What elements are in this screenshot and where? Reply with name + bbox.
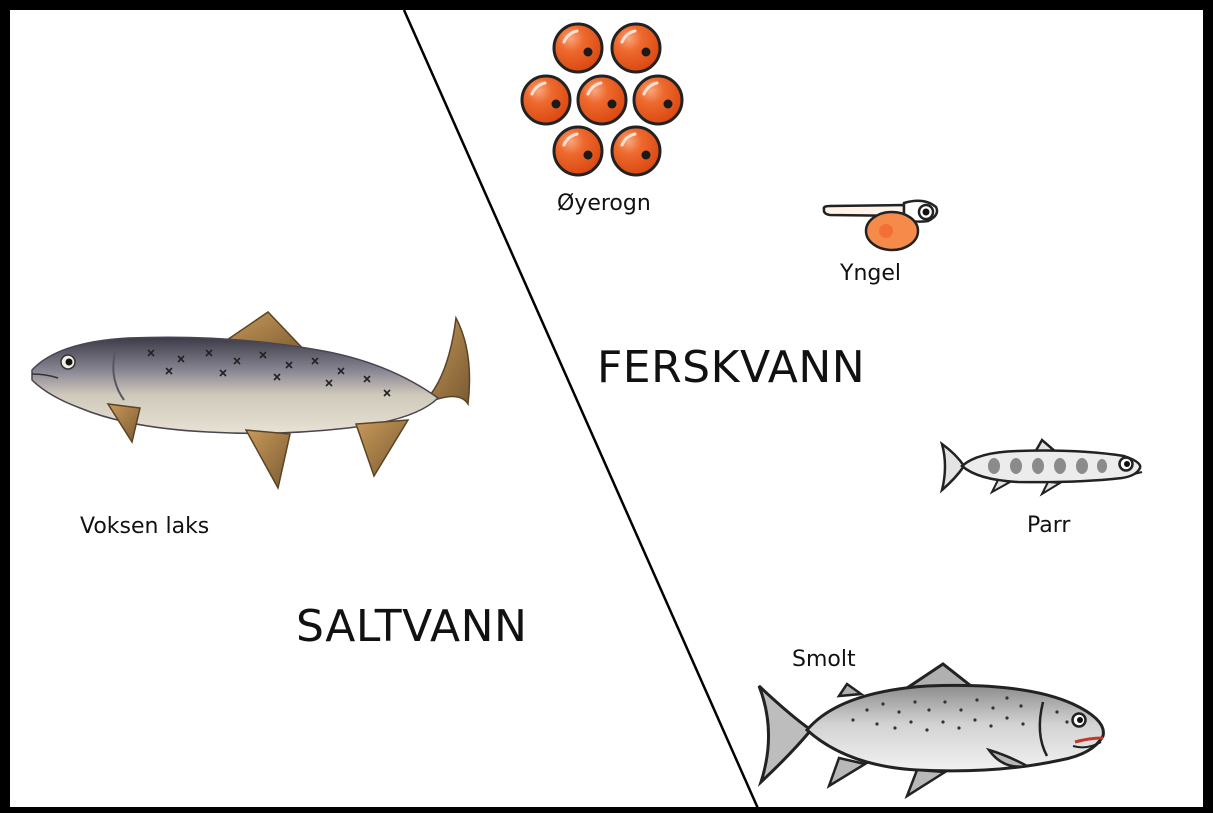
- adult-salmon-label: Voksen laks: [80, 516, 209, 538]
- smolt-fish-icon: [757, 658, 1113, 800]
- adult-salmon-icon: [28, 312, 474, 494]
- parr-label: Parr: [1027, 515, 1070, 537]
- egg-cluster-icon: [518, 20, 688, 180]
- freshwater-zone-label: FERSKVANN: [597, 346, 865, 390]
- eggs-label: Øyerogn: [557, 193, 651, 215]
- parr-fish-icon: [938, 436, 1148, 498]
- alevin-label: Yngel: [840, 263, 901, 285]
- alevin-icon: [820, 195, 942, 255]
- saltwater-zone-label: SALTVANN: [296, 605, 527, 649]
